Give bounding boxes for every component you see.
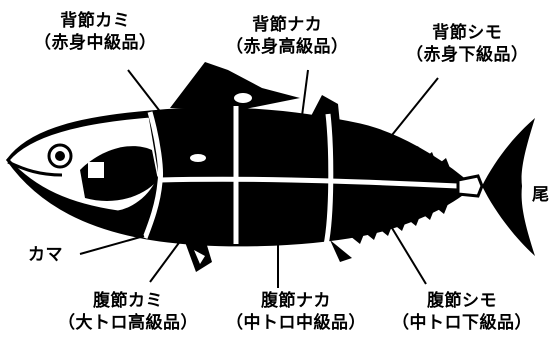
tail-fin — [482, 118, 535, 256]
body-spot — [190, 154, 206, 162]
lower-finlets — [350, 204, 448, 244]
belly-tail-grade: （中トロ下級品） — [392, 313, 532, 333]
back-middle-grade: （赤身高級品） — [226, 37, 349, 57]
tail-name: 尾 — [532, 185, 550, 205]
collar-name: カマ — [28, 245, 63, 265]
label-tail: 尾 — [532, 184, 550, 206]
first-dorsal-fin — [170, 62, 300, 110]
label-back-tail: 背節シモ （赤身下級品） — [406, 22, 529, 66]
back-head-name: 背節カミ — [60, 11, 131, 31]
label-back-head: 背節カミ （赤身中級品） — [34, 10, 157, 54]
mouth — [7, 160, 63, 177]
back-tail-grade: （赤身下級品） — [406, 45, 529, 65]
belly-head-grade: （大トロ高級品） — [58, 313, 198, 333]
label-belly-head: 腹節カミ （大トロ高級品） — [58, 290, 198, 334]
body-square — [88, 162, 104, 178]
leader-lines — [79, 69, 439, 288]
back-middle-name: 背節ナカ — [252, 15, 323, 35]
gill-shade — [80, 146, 158, 201]
belly-tail-name: 腹節シモ — [427, 291, 497, 311]
cut-lines — [142, 106, 459, 246]
eye-pupil — [55, 151, 65, 161]
back-tail-name: 背節シモ — [432, 23, 503, 43]
label-collar: カマ — [28, 244, 63, 266]
tail-keel — [456, 174, 484, 198]
fin-highlight — [234, 93, 252, 103]
upper-finlets — [352, 124, 450, 168]
belly-middle-name: 腹節ナカ — [261, 291, 331, 311]
back-head-grade: （赤身中級品） — [34, 33, 157, 53]
belly-middle-grade: （中トロ中級品） — [226, 313, 366, 333]
label-back-middle: 背節ナカ （赤身高級品） — [226, 14, 349, 58]
pelvic-fin-highlight — [194, 250, 205, 264]
anal-fin — [330, 240, 352, 262]
belly-head-name: 腹節カミ — [93, 291, 163, 311]
label-belly-middle: 腹節ナカ （中トロ中級品） — [226, 290, 366, 334]
label-belly-tail: 腹節シモ （中トロ下級品） — [392, 290, 532, 334]
